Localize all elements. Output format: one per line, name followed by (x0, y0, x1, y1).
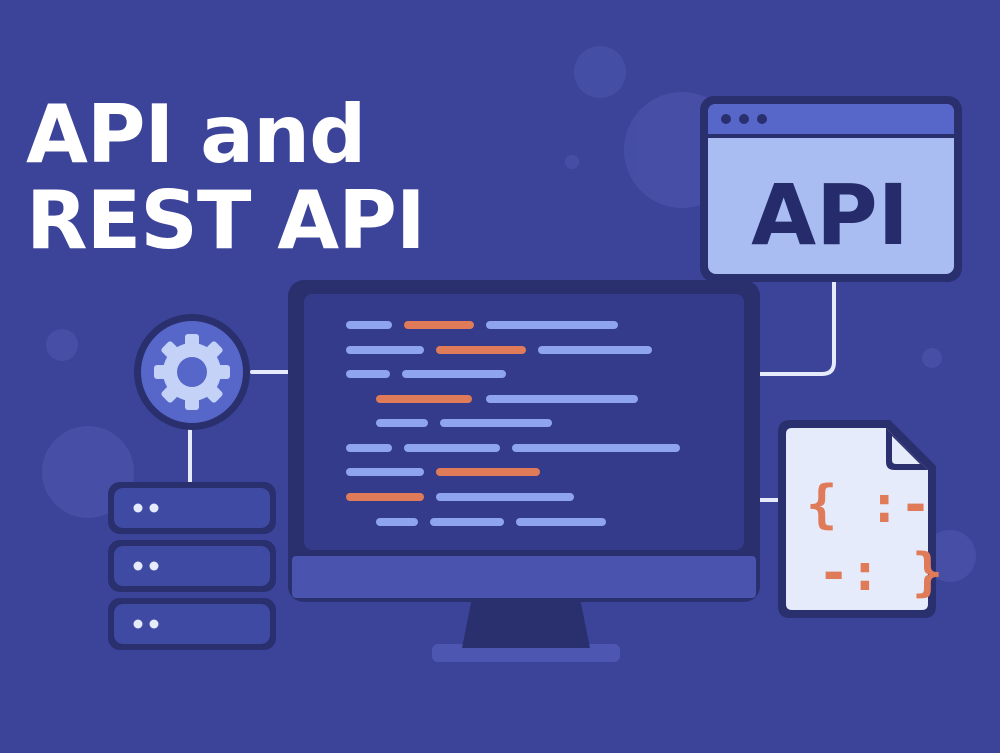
page-title: API and REST API (26, 88, 426, 267)
code-lines (346, 321, 680, 526)
json-line-2: -: } (818, 543, 943, 603)
gear-icon (134, 314, 250, 430)
title-line-1: API and (26, 88, 366, 181)
title-line-2: REST API (26, 174, 426, 267)
json-file-icon: { :- -: } (778, 420, 943, 618)
server-stack-icon (108, 482, 276, 650)
browser-window-icon: API (700, 96, 962, 282)
api-window-label: API (751, 166, 909, 264)
json-line-1: { :- (806, 475, 931, 535)
